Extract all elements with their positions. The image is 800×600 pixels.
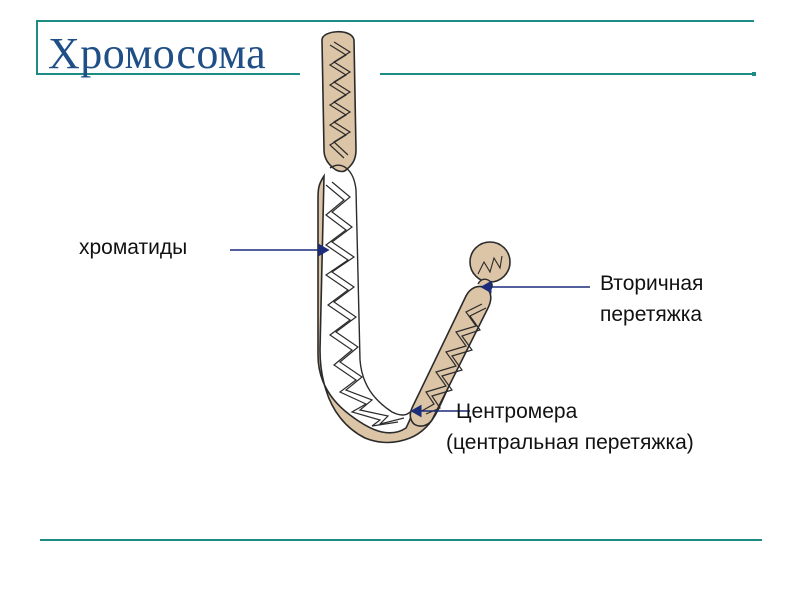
secondary-constriction-label-line2: перетяжка [600,301,703,329]
secondary-constriction-label: Вторичная перетяжка [600,270,703,329]
centromere-label-line2: (центральная перетяжка) [446,429,694,457]
chromosome-icon [318,32,510,443]
bottom-rule [40,539,762,541]
centromere-label: Центромера (центральная перетяжка) [456,398,694,457]
secondary-constriction-label-line1: Вторичная [600,270,703,298]
centromere-label-line1: Центромера [456,398,694,426]
chromatids-label: хроматиды [79,234,187,262]
